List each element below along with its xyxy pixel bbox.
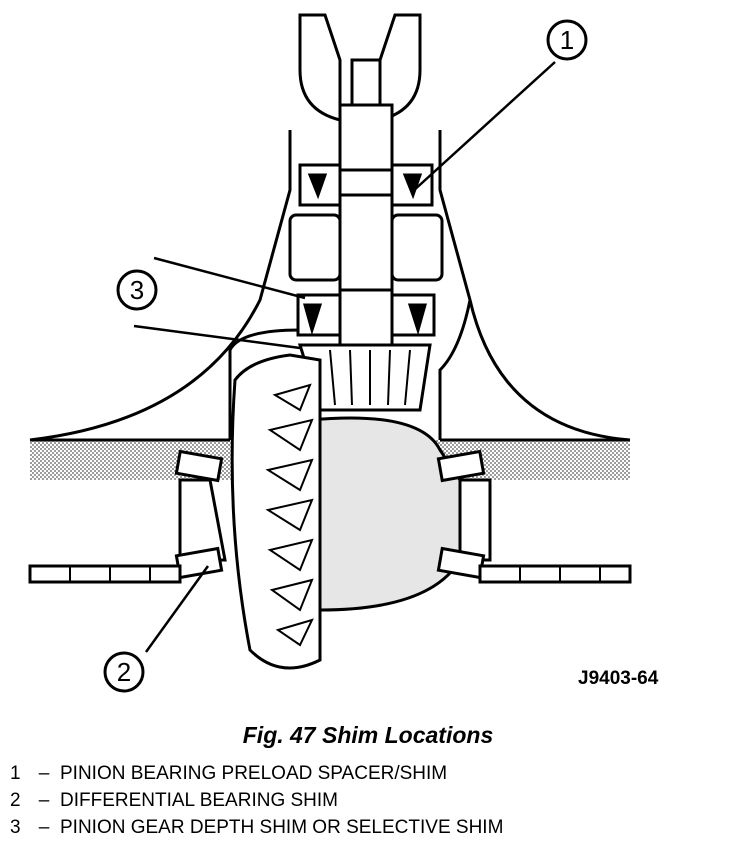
legend-item-1: 1–PINION BEARING PRELOAD SPACER/SHIM: [10, 760, 503, 787]
pinion-yoke: [298, 13, 422, 122]
preload-spacer: [288, 213, 444, 282]
callout-1-label: 1: [560, 25, 574, 55]
legend-item-2: 2–DIFFERENTIAL BEARING SHIM: [10, 787, 503, 814]
legend-item-1-num: 1: [10, 763, 21, 784]
legend-item-3-num: 3: [10, 817, 21, 838]
legend-item-3-text: PINION GEAR DEPTH SHIM OR SELECTIVE SHIM: [60, 817, 504, 838]
leader-lines: [133, 61, 556, 653]
callout-3: 3: [116, 269, 158, 311]
lower-pinion-bearing: [296, 293, 436, 337]
figure-caption: Fig. 47 Shim Locations: [242, 722, 494, 748]
legend-item-3-sep: –: [38, 817, 50, 838]
callout-2: 2: [103, 651, 145, 693]
shim-locations-diagram: 1 3 2 J9403-64: [28, 13, 659, 693]
axle-tube: [28, 564, 632, 584]
ring-gear: [230, 353, 322, 670]
legend-item-2-sep: –: [38, 790, 50, 811]
pinion-shaft: [338, 58, 394, 352]
differential-carrier: [178, 416, 492, 612]
callout-2-label: 2: [117, 657, 131, 687]
differential-housing: [29, 130, 631, 442]
upper-pinion-bearing: [298, 163, 434, 207]
callout-1: 1: [546, 19, 588, 61]
legend-list: 1–PINION BEARING PRELOAD SPACER/SHIM 2–D…: [10, 760, 503, 841]
legend-item-2-text: DIFFERENTIAL BEARING SHIM: [60, 790, 338, 811]
callout-3-label: 3: [130, 275, 144, 305]
figure-id: J9403-64: [578, 668, 659, 689]
legend-item-2-num: 2: [10, 790, 21, 811]
side-bearings: [174, 449, 486, 580]
legend-item-1-text: PINION BEARING PRELOAD SPACER/SHIM: [60, 763, 448, 784]
legend-item-3: 3–PINION GEAR DEPTH SHIM OR SELECTIVE SH…: [10, 814, 503, 841]
legend-item-1-sep: –: [38, 763, 50, 784]
